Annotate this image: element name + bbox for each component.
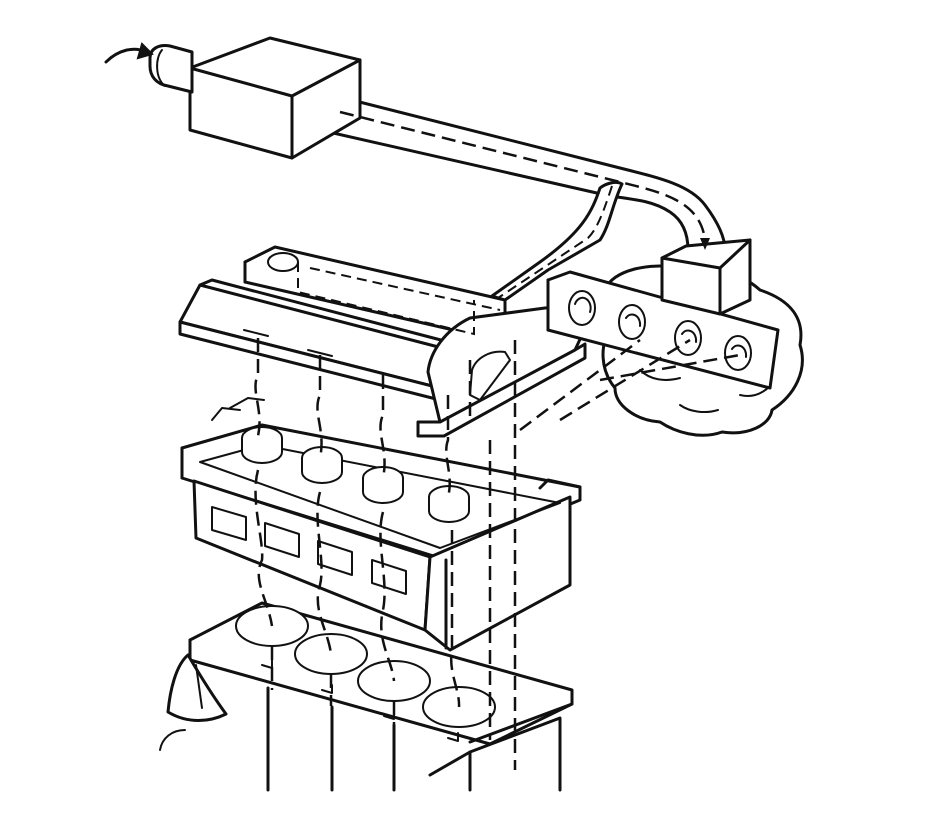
- flow-paths: [254, 110, 741, 770]
- timing-cover: [159, 653, 228, 751]
- cylinder-head: [180, 397, 582, 652]
- exhaust-ports: [568, 290, 752, 371]
- air-intake-arrow: [104, 42, 154, 64]
- valve-caps: [241, 426, 470, 523]
- head-ports: [211, 506, 407, 595]
- exhaust-manifold: [546, 270, 780, 390]
- vacuum-hose: [490, 180, 624, 302]
- intake-runner-outline: [297, 262, 501, 336]
- exhaust-outlet: [660, 238, 752, 316]
- air-cleaner-box: [148, 36, 362, 160]
- intake-duct: [318, 90, 727, 252]
